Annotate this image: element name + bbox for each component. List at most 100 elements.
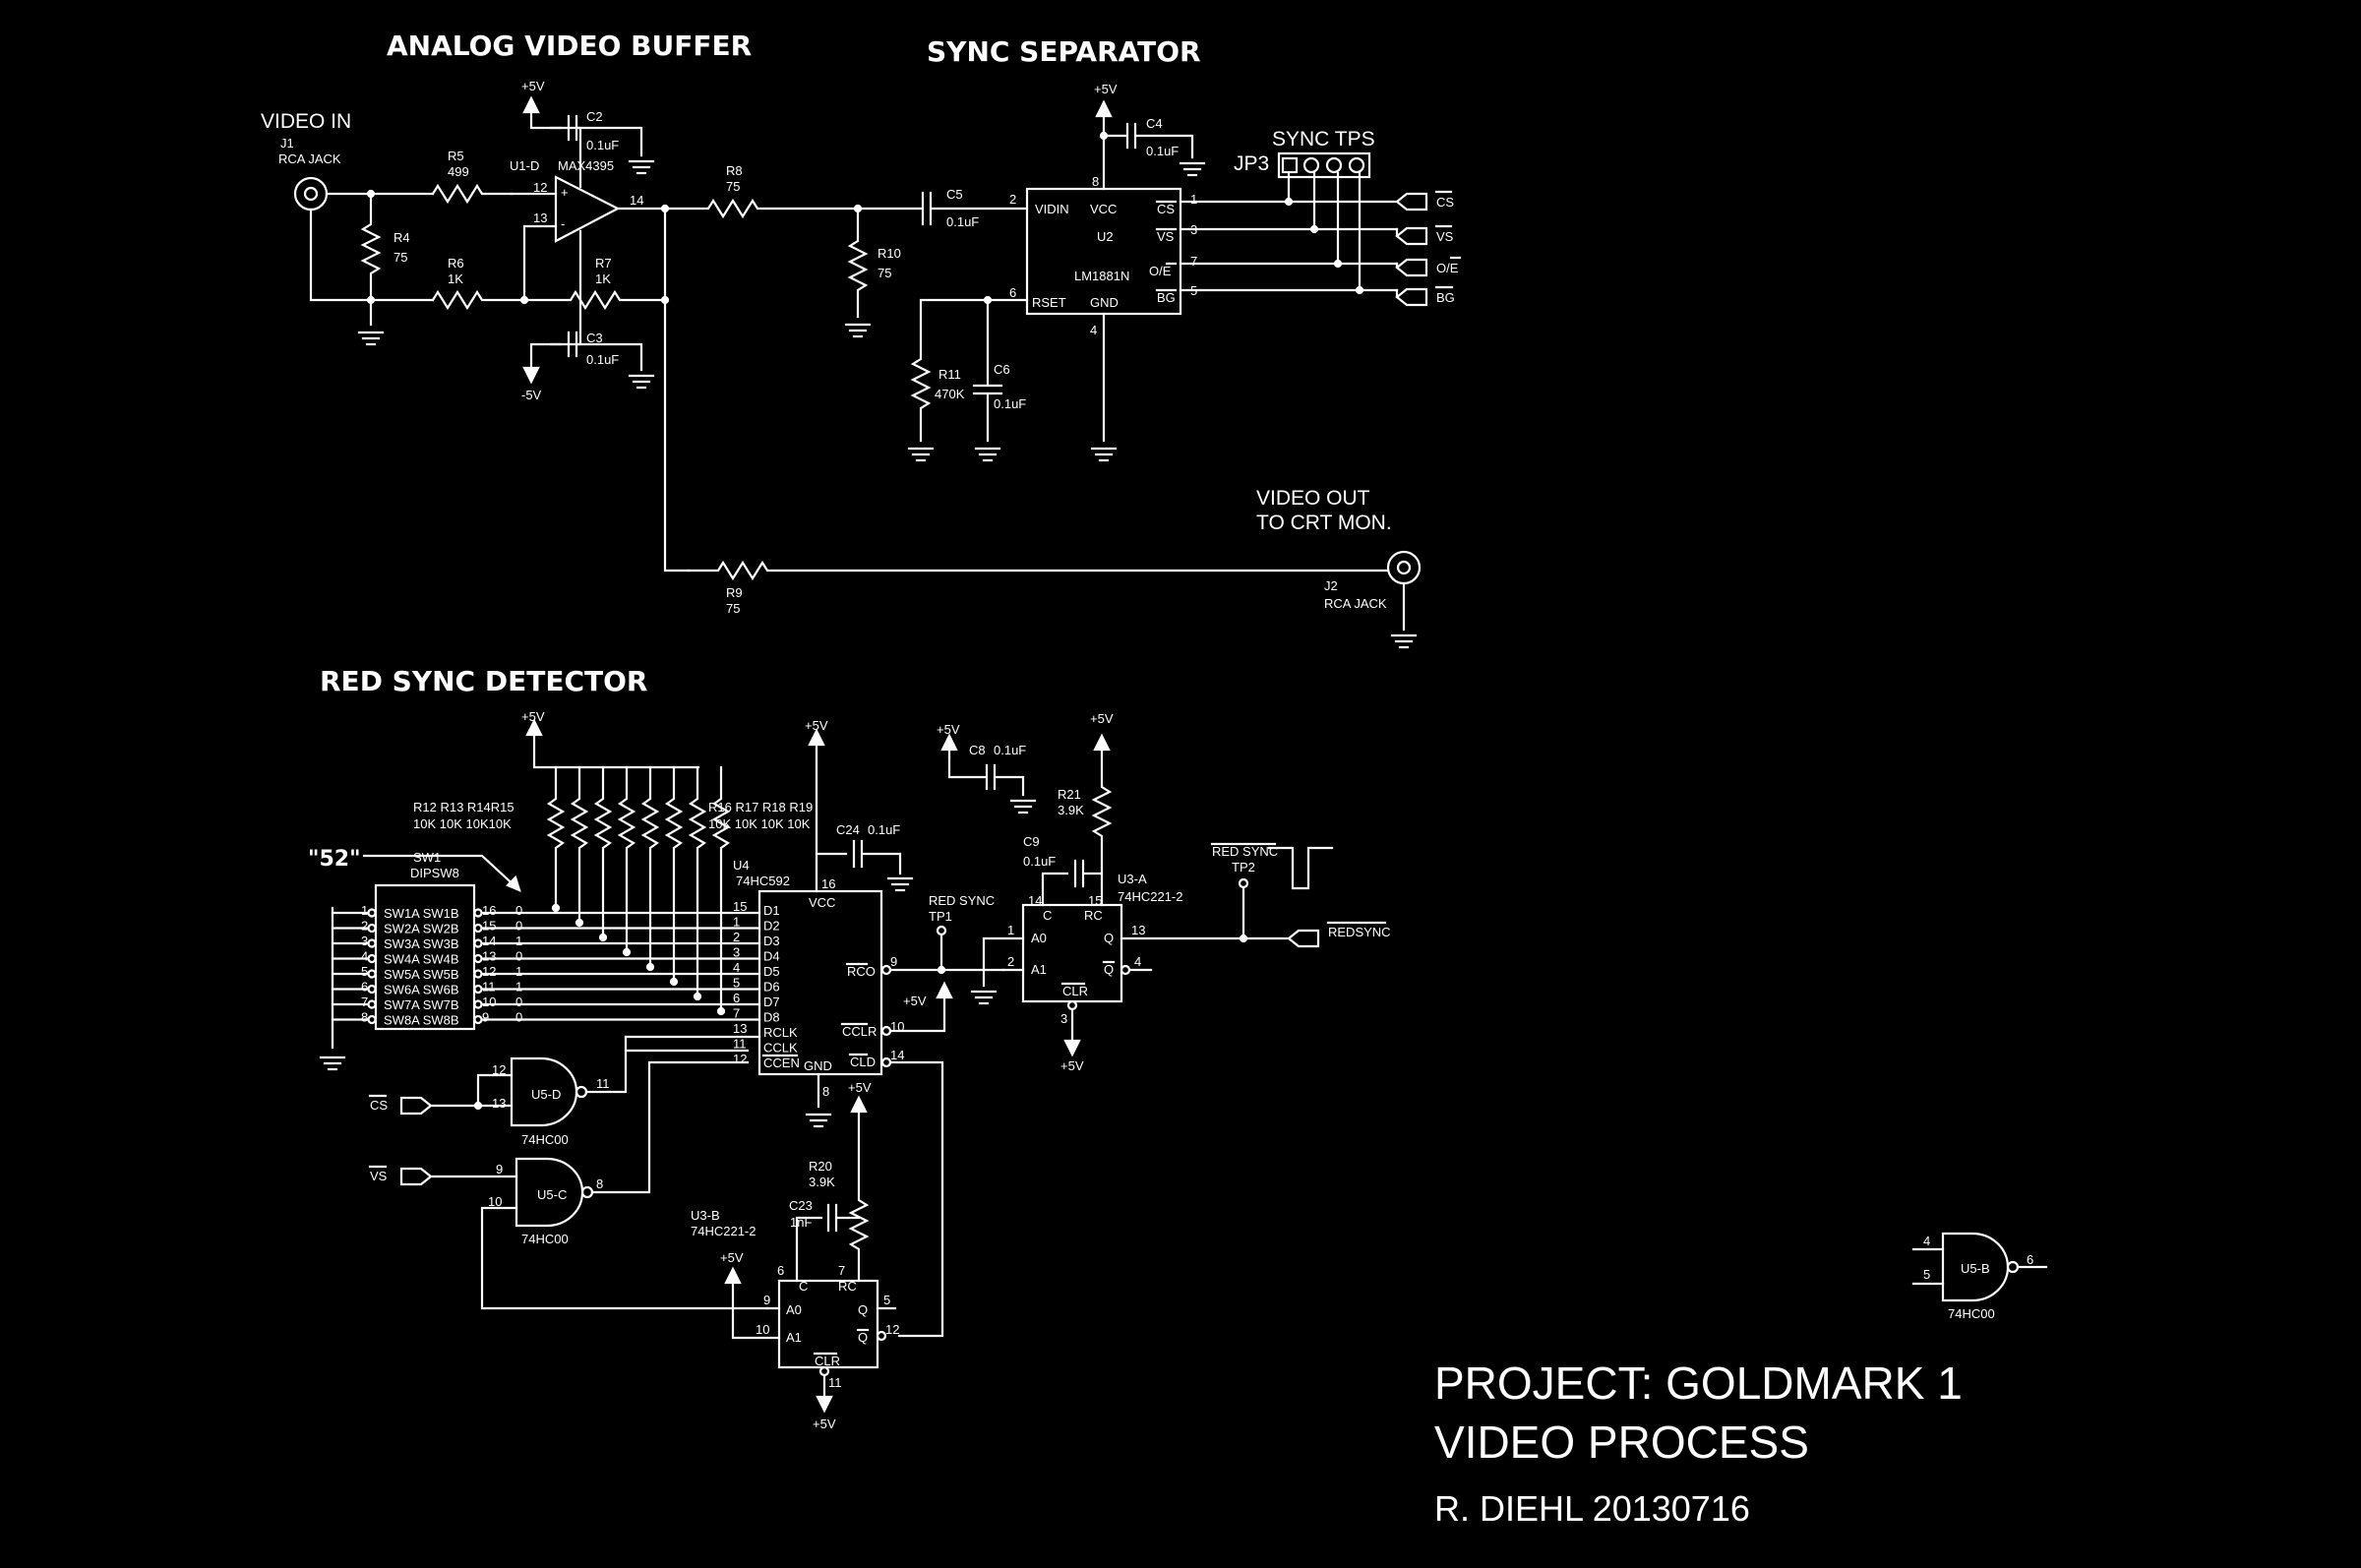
dip-switch-bit: 0 <box>515 949 522 964</box>
lm1881-cs: CS <box>1157 202 1175 216</box>
u2-pin-8: 8 <box>1092 174 1099 189</box>
rca-jack-j2 <box>1386 550 1422 585</box>
video-out-label: VIDEO OUT <box>1256 487 1370 510</box>
u4-pin-label: D7 <box>763 995 780 1009</box>
u5d-type: 74HC00 <box>521 1132 569 1147</box>
ic-74hc221-u3b <box>777 1279 879 1369</box>
port-cs-in-label: CS <box>370 1098 388 1113</box>
pullup-resistor <box>546 765 566 910</box>
u5b-pin-5: 5 <box>1923 1267 1930 1282</box>
u1-plus5-label: +5V <box>521 79 545 93</box>
author-date: R. DIEHL 20130716 <box>1434 1488 1750 1529</box>
c4-label: C4 <box>1146 116 1163 131</box>
port-oe: O/E <box>1395 256 1462 277</box>
u3b-q: Q <box>858 1302 868 1317</box>
switch-pin-right <box>473 984 483 995</box>
u4-rco: RCO <box>847 964 876 979</box>
r4-value: 75 <box>394 250 407 265</box>
u4-vcc: VCC <box>809 895 835 910</box>
junction-dot <box>716 1006 726 1016</box>
r6-label: R6 <box>448 256 464 271</box>
u2-type: LM1881N <box>1074 269 1129 283</box>
c23-value: 1nF <box>790 1215 812 1230</box>
c8-label: C8 <box>969 743 986 757</box>
u1-type: MAX4395 <box>558 158 614 173</box>
dip-switch-right-pin: 9 <box>482 1010 489 1025</box>
port-redsync: REDSYNC <box>1287 921 1391 948</box>
u2-pin-6: 6 <box>1009 285 1016 300</box>
r5-value: 499 <box>448 164 469 179</box>
dip-switch-row-label: SW8A SW8B <box>384 1013 459 1028</box>
junction-dot <box>575 918 584 928</box>
u3a-pin-14: 14 <box>1028 893 1042 908</box>
rbank-right-labels: R16 R17 R18 R19 <box>708 800 813 814</box>
u4-pin-label: D3 <box>763 934 780 948</box>
opamp-plus: + <box>561 185 569 200</box>
u3b-pin-12: 12 <box>885 1322 899 1337</box>
port-oe-label: O/E <box>1436 261 1459 275</box>
c2-label: C2 <box>586 109 603 124</box>
r11-label: R11 <box>938 367 961 382</box>
u3a-label: U3-A <box>1118 872 1147 886</box>
opamp-u1 <box>554 175 621 243</box>
dip-switch-left-pin: 7 <box>361 995 368 1009</box>
u4-pin-label: D2 <box>763 919 780 934</box>
cclr-plus5-label: +5V <box>903 994 927 1008</box>
u5b-pin-4: 4 <box>1923 1234 1930 1248</box>
u4-pin-number: 7 <box>733 1006 740 1021</box>
u4-pin-number: 4 <box>733 960 740 975</box>
dip-switch-bit: 0 <box>515 903 522 918</box>
u3a-clr: CLR <box>1062 984 1088 998</box>
dip-switch-bit: 1 <box>515 964 522 979</box>
dip-switch-right-pin: 14 <box>482 934 496 948</box>
lm1881-vidin: VIDIN <box>1035 202 1069 216</box>
j1-rca-label: RCA JACK <box>278 151 341 166</box>
pullup-resistor <box>570 765 589 925</box>
dip-switch-bit: 1 <box>515 934 522 948</box>
u3b-pin-9: 9 <box>763 1293 770 1307</box>
r21-label: R21 <box>1058 787 1081 802</box>
resistor-r5 <box>431 183 514 205</box>
u5d-pin-12: 12 <box>492 1062 506 1077</box>
dip-switch-right-pin: 15 <box>482 919 496 934</box>
switch-pin-left <box>367 1014 377 1025</box>
u3b-clr-plus5-label: +5V <box>813 1417 836 1431</box>
u2-plus5-label: +5V <box>1094 82 1118 96</box>
u4-cclr: CCLR <box>842 1024 877 1039</box>
u3b-a1: A1 <box>786 1330 802 1345</box>
r21-plus5-label: +5V <box>1090 711 1114 726</box>
u2-pin-4: 4 <box>1090 323 1097 337</box>
c8-value: 0.1uF <box>994 743 1026 757</box>
u4-pin-number: 5 <box>733 976 740 991</box>
dip-switch-left-pin: 4 <box>361 949 368 964</box>
u3b-rc: RC <box>838 1279 857 1294</box>
dip-switch-left-pin: 8 <box>361 1010 368 1025</box>
project-title: PROJECT: GOLDMARK 1 <box>1434 1357 1963 1409</box>
rbank-right-values: 10K 10K 10K 10K <box>708 816 811 831</box>
port-redsync-label: REDSYNC <box>1328 925 1391 939</box>
u4-pin-number: 2 <box>733 930 740 944</box>
u3b-clr: CLR <box>815 1354 840 1368</box>
switch-pin-left <box>367 969 377 979</box>
u4-pin-number: 6 <box>733 991 740 1005</box>
r9-value: 75 <box>726 601 740 616</box>
lm1881-rset: RSET <box>1032 295 1066 310</box>
rbank-left-values: 10K 10K 10K10K <box>413 816 512 831</box>
lm1881-vcc: VCC <box>1090 202 1117 216</box>
u3a-pin-4: 4 <box>1134 954 1141 969</box>
u3b-c: C <box>799 1279 808 1294</box>
port-cs-label: CS <box>1436 195 1454 210</box>
u3b-pin-6: 6 <box>777 1263 784 1278</box>
u3a-c: C <box>1043 908 1052 923</box>
r4-label: R4 <box>394 230 410 245</box>
u3a-rc: RC <box>1084 908 1103 923</box>
dip-switch-right-pin: 11 <box>482 980 496 995</box>
r8-value: 75 <box>726 179 740 194</box>
u3b-a0: A0 <box>786 1302 802 1317</box>
j1-label: J1 <box>280 136 294 151</box>
dip-switch-right-pin: 16 <box>482 903 496 918</box>
pullup-resistor <box>593 765 613 939</box>
junction-dot <box>598 933 608 942</box>
switch-pin-left <box>367 938 377 948</box>
